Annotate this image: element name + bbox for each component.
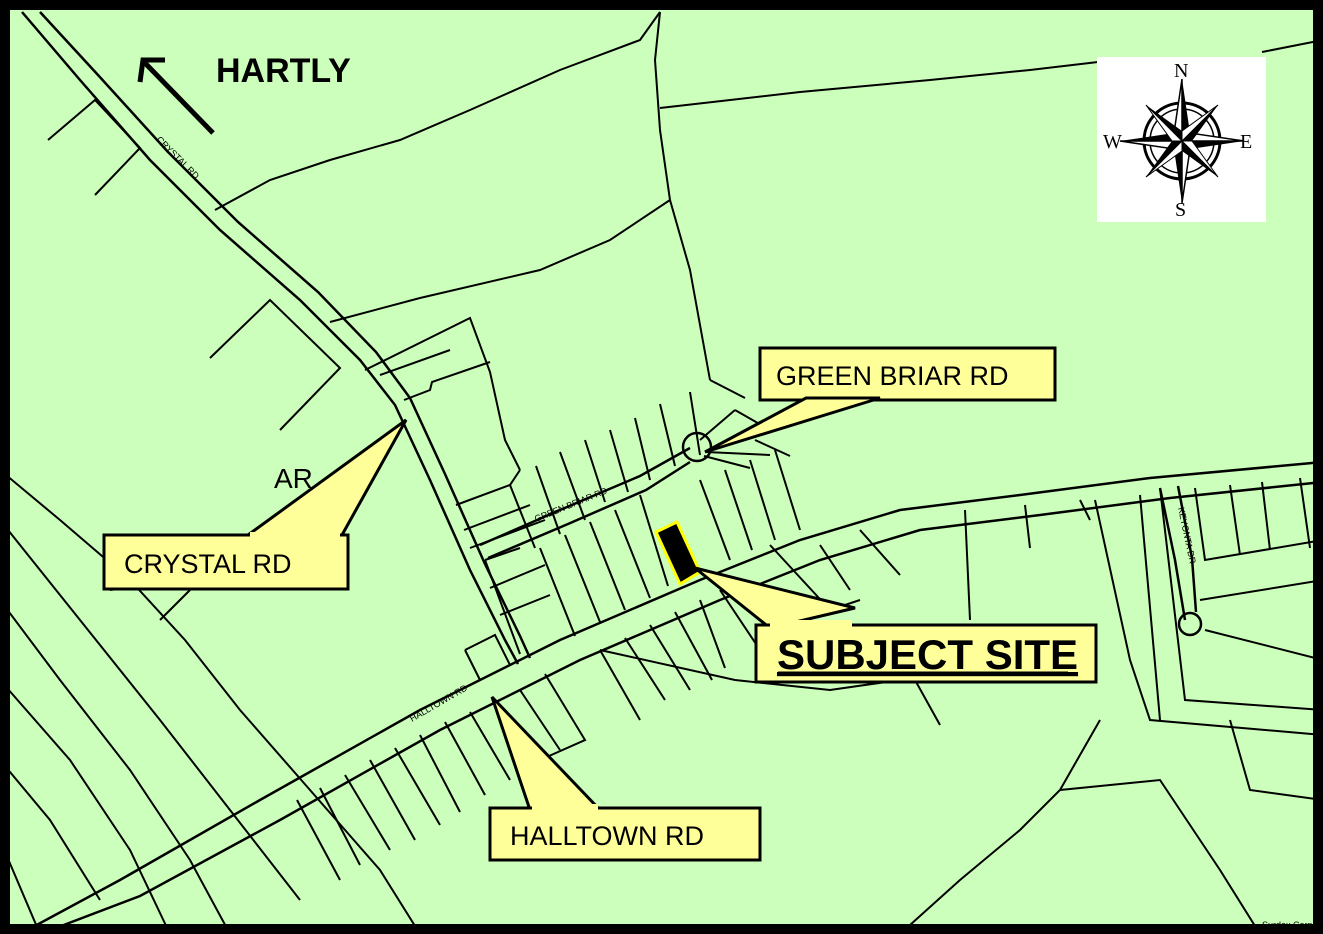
callout-green-briar: GREEN BRIAR RD: [704, 346, 1057, 454]
compass-east: E: [1240, 131, 1252, 153]
callout-crystal-text: CRYSTAL RD: [124, 549, 292, 579]
compass-rose: N S E W: [1097, 57, 1266, 222]
compass-south: S: [1175, 199, 1186, 221]
callout-halltown: HALLTOWN RD: [488, 695, 762, 862]
direction-label: HARTLY: [216, 52, 351, 90]
callout-subject-text: SUBJECT SITE: [777, 631, 1078, 678]
keyonta-road: [1158, 485, 1203, 637]
green-briar-road: [479, 431, 713, 560]
direction-arrow-icon: [137, 57, 215, 135]
compass-west: W: [1103, 131, 1122, 153]
halltown-road: [19, 460, 1323, 934]
callout-halltown-text: HALLTOWN RD: [510, 821, 704, 851]
compass-star-icon: [1119, 78, 1245, 204]
zone-label: AR: [274, 463, 313, 494]
compass-north: N: [1174, 60, 1188, 82]
callout-subject: SUBJECT SITE: [694, 566, 1098, 684]
crystal-road: [21, 11, 532, 665]
callout-crystal: CRYSTAL RD: [102, 418, 408, 591]
parcel-lines: [0, 11, 1323, 934]
callout-green-briar-text: GREEN BRIAR RD: [776, 361, 1009, 391]
